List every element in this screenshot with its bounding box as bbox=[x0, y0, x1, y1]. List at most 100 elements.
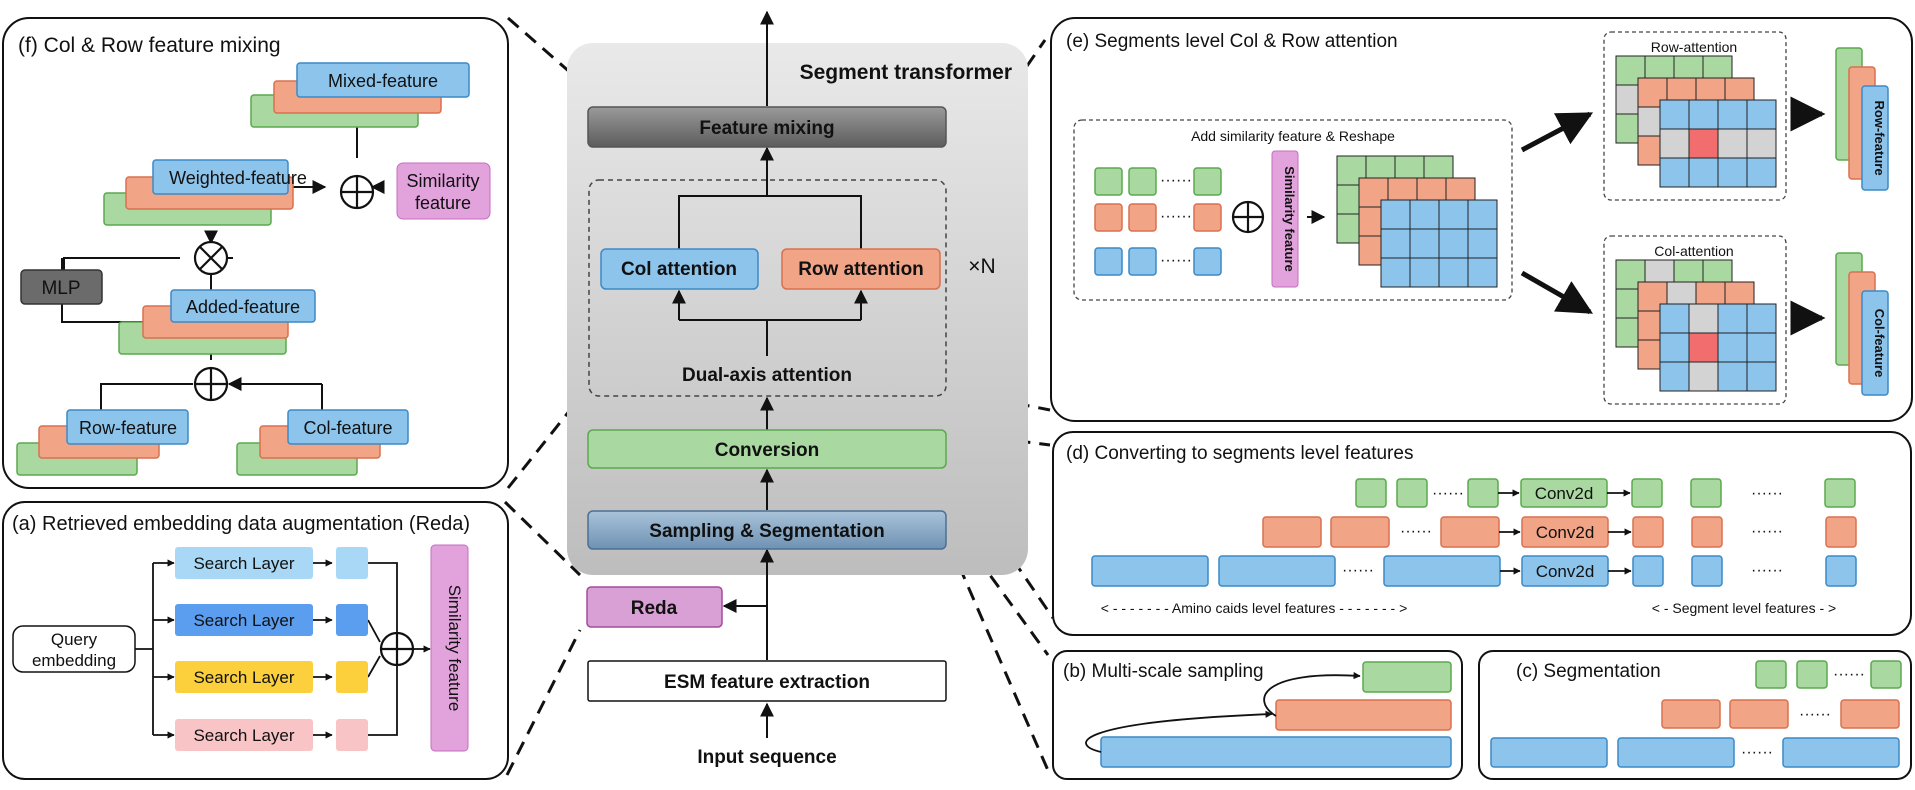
added-feature-block bbox=[170, 289, 316, 323]
segment-feature-square bbox=[1824, 478, 1856, 508]
grid-cell bbox=[1717, 157, 1748, 188]
segment-feature-square bbox=[1825, 555, 1857, 587]
multiply-otimes-icon bbox=[193, 240, 229, 276]
grid-cell bbox=[1438, 257, 1469, 288]
panel-e-oplus-icon bbox=[1231, 200, 1265, 234]
sampling-segmentation-block bbox=[587, 510, 947, 550]
col-feature-block bbox=[287, 409, 409, 445]
panel-d-title: (d) Converting to segments level feature… bbox=[1066, 443, 1413, 464]
search-result-square bbox=[336, 604, 368, 636]
feature-square bbox=[1193, 247, 1222, 276]
row-attention-label: Row attention bbox=[798, 259, 924, 280]
search-layer-block bbox=[175, 604, 313, 636]
col-attention-group bbox=[1603, 235, 1787, 405]
ellipsis-dots: ······ bbox=[1751, 562, 1783, 579]
grid-cell bbox=[1659, 303, 1690, 334]
reshape-grid-stack bbox=[1336, 155, 1498, 288]
grid-cell bbox=[1409, 257, 1440, 288]
row-feature-label: Row-feature bbox=[79, 418, 177, 438]
query-line2: embedding bbox=[32, 651, 116, 670]
e-similarity-block bbox=[1271, 150, 1299, 288]
panel-b-title: (b) Multi-scale sampling bbox=[1063, 661, 1264, 682]
seg-green bbox=[1755, 660, 1787, 689]
seg-green bbox=[1870, 660, 1902, 689]
panel-a bbox=[2, 501, 509, 780]
weighted-feature-label: Weighted-feature bbox=[169, 168, 307, 188]
feature-square bbox=[1193, 203, 1222, 232]
similarity-line1: Similarity bbox=[406, 171, 479, 191]
row-attention-grid bbox=[1615, 55, 1777, 188]
feature-square bbox=[1128, 203, 1157, 232]
amino-feature-bar bbox=[1262, 516, 1322, 548]
reda-block bbox=[586, 586, 723, 628]
col-attention-label: Col-attention bbox=[1654, 243, 1733, 259]
grid-cell bbox=[1380, 257, 1411, 288]
feature-square bbox=[1193, 167, 1222, 196]
grid-cell bbox=[1717, 128, 1748, 159]
col-out-label: Col-feature bbox=[1872, 309, 1887, 378]
amino-feature-bar bbox=[1218, 555, 1336, 587]
col-feature-label: Col-feature bbox=[303, 418, 392, 438]
grid-cell bbox=[1688, 157, 1719, 188]
dual-axis-label: Dual-axis attention bbox=[682, 365, 852, 386]
ellipsis-dots: ······ bbox=[1741, 744, 1773, 761]
grid-cell bbox=[1467, 257, 1498, 288]
search-layer-label: Search Layer bbox=[193, 726, 294, 745]
conversion-label: Conversion bbox=[715, 440, 820, 461]
mixed-feature-label: Mixed-feature bbox=[328, 71, 438, 91]
add-similarity-label: Add similarity feature & Reshape bbox=[1191, 128, 1395, 144]
similarity-feature-block bbox=[396, 162, 491, 220]
times-n-label: ×N bbox=[968, 255, 995, 278]
search-result-square bbox=[336, 661, 368, 693]
grid-cell bbox=[1438, 199, 1469, 230]
reda-similarity-block bbox=[430, 544, 469, 752]
amino-feature-bar bbox=[1355, 478, 1387, 508]
search-layer-label: Search Layer bbox=[193, 611, 294, 630]
grid-cell bbox=[1746, 332, 1777, 363]
grid-cell bbox=[1380, 228, 1411, 259]
ellipsis-dots: ······ bbox=[1342, 562, 1374, 579]
reda-similarity-label: Similarity feature bbox=[445, 585, 464, 712]
amino-feature-bar bbox=[1467, 478, 1499, 508]
search-layer-block bbox=[175, 719, 313, 751]
amino-feature-bar bbox=[1091, 555, 1209, 587]
amino-feature-bar bbox=[1440, 516, 1500, 548]
add-oplus-icon bbox=[193, 366, 229, 402]
seg-salmon bbox=[1729, 699, 1789, 729]
seg-salmon bbox=[1661, 699, 1721, 729]
grid-cell bbox=[1688, 361, 1719, 392]
grid-cell bbox=[1688, 303, 1719, 334]
ellipsis-dots: ······ bbox=[1400, 523, 1432, 540]
feature-square bbox=[1094, 247, 1123, 276]
grid-cell bbox=[1746, 361, 1777, 392]
col-attention-block bbox=[600, 248, 759, 290]
conv2d-label: Conv2d bbox=[1535, 484, 1594, 503]
amino-feature-bar bbox=[1396, 478, 1428, 508]
col-attention-grid bbox=[1615, 259, 1777, 392]
query-line1: Query bbox=[51, 630, 98, 649]
grid-cell bbox=[1409, 228, 1440, 259]
ellipsis-dots: ······ bbox=[1160, 172, 1192, 189]
similarity-input-squares: ·················· bbox=[1094, 167, 1222, 276]
ellipsis-dots: ······ bbox=[1751, 523, 1783, 540]
col-attention-label: Col attention bbox=[621, 259, 737, 280]
segment-transformer-title: Segment transformer bbox=[800, 61, 1012, 84]
grid-cell bbox=[1659, 128, 1690, 159]
seg-green bbox=[1796, 660, 1828, 689]
e-similarity-label: Similarity feature bbox=[1282, 166, 1297, 272]
segment-feature-square bbox=[1690, 478, 1722, 508]
input-sequence-label: Input sequence bbox=[697, 747, 836, 768]
ellipsis-dots: ······ bbox=[1799, 706, 1831, 723]
grid-cell bbox=[1717, 332, 1748, 363]
segment-level-label: < - Segment level features - > bbox=[1652, 600, 1836, 616]
grid-cell bbox=[1717, 361, 1748, 392]
segment-feature-square bbox=[1825, 516, 1857, 548]
reda-label: Reda bbox=[631, 598, 678, 619]
search-layer-label: Search Layer bbox=[193, 554, 294, 573]
grid-cell bbox=[1717, 99, 1748, 130]
grid-cell bbox=[1746, 157, 1777, 188]
reda-oplus-icon bbox=[379, 631, 415, 667]
dual-axis-attention-group bbox=[588, 179, 947, 397]
feature-mixing-label: Feature mixing bbox=[699, 118, 834, 139]
